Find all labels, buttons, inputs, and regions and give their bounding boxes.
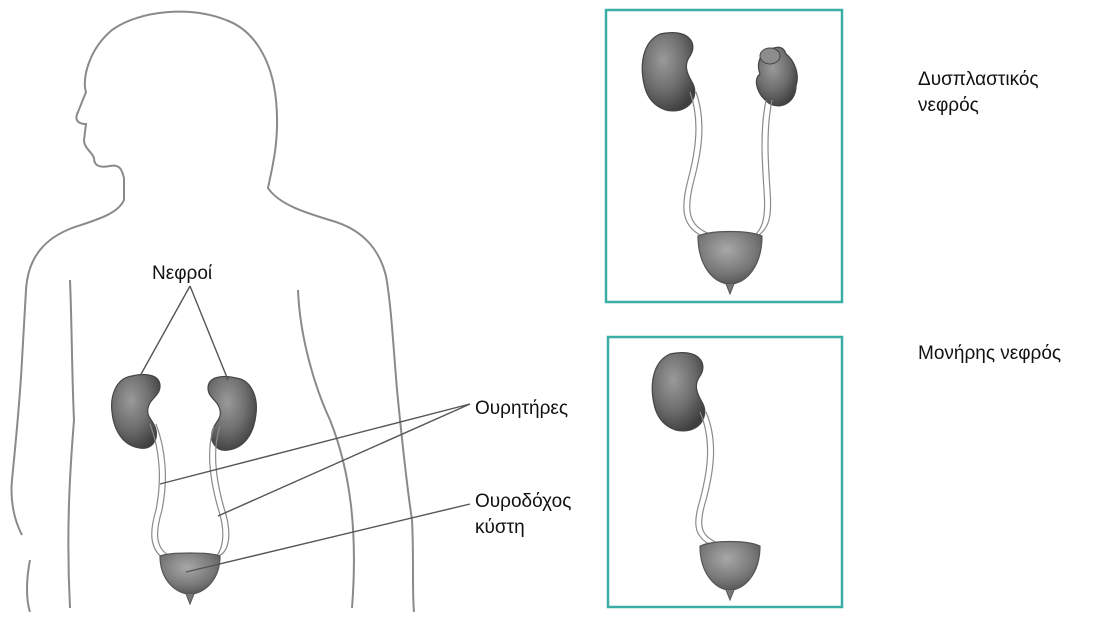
dysplastic-panel-kidney-normal: [642, 33, 694, 111]
bladder-label: Ουροδόχος κύστη: [475, 489, 571, 541]
body-left-kidney: [112, 374, 160, 448]
solitary-panel-kidney: [652, 353, 704, 431]
bladder-label-line1: Ουροδόχος: [475, 489, 571, 515]
leader-kidney-right: [190, 286, 228, 380]
ureters-label: Ουρητήρες: [475, 396, 568, 422]
dysplastic-kidney-label: Δυσπλαστικός νεφρός: [918, 67, 1039, 119]
solitary-panel-ureter: [696, 412, 720, 548]
body-silhouette: [11, 12, 414, 612]
kidneys-label: Νεφροί: [152, 261, 212, 287]
dysplastic-panel-kidney-small: [756, 47, 797, 106]
dysplastic-panel-ureters: [684, 92, 772, 240]
dysplastic-label-line2: νεφρός: [918, 93, 1039, 119]
solitary-panel-bladder: [700, 542, 760, 601]
dysplastic-panel-bladder: [698, 232, 762, 295]
leader-lines: [140, 286, 470, 572]
body-bladder: [160, 553, 220, 604]
body-right-kidney: [208, 376, 256, 450]
solitary-kidney-label: Μονήρης νεφρός: [918, 341, 1061, 367]
dysplastic-label-line1: Δυσπλαστικός: [918, 67, 1039, 93]
leader-ureter-left: [160, 404, 470, 484]
leader-kidney-left: [140, 286, 190, 376]
bladder-label-line2: κύστη: [475, 515, 571, 541]
